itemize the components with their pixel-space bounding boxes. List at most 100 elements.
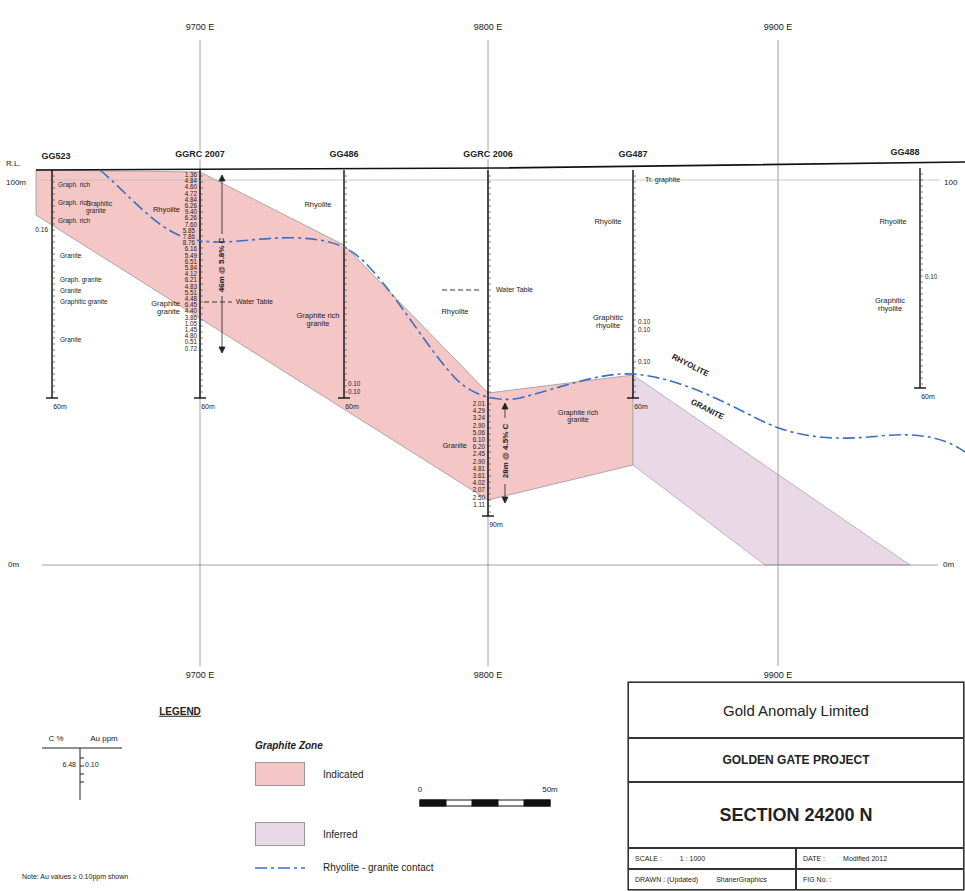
depth-tick (488, 248, 491, 249)
depth-tick (633, 296, 636, 297)
title-cell: SECTION 24200 N (628, 782, 964, 848)
depth-tick (633, 368, 636, 369)
depth-tick (488, 446, 491, 447)
depth-tick (488, 434, 491, 435)
section-label: Graph. rich (58, 182, 90, 189)
depth-tick (920, 366, 923, 367)
section-label: Graph. rich (58, 200, 90, 207)
depth-tick (344, 182, 347, 183)
depth-tick (344, 200, 347, 201)
depth-tick (52, 236, 55, 237)
depth-tick (52, 326, 55, 327)
depth-tick (344, 212, 347, 213)
depth-tick (344, 314, 347, 315)
depth-tick (344, 260, 347, 261)
depth-tick (200, 320, 203, 321)
depth-tick (488, 332, 491, 333)
depth-tick (488, 380, 491, 381)
section-label: 5.06 (473, 429, 485, 436)
depth-tick (344, 374, 347, 375)
depth-tick (920, 288, 923, 289)
depth-tick (488, 188, 491, 189)
depth-tick (488, 290, 491, 291)
legend-item: Indicated (255, 762, 364, 786)
depth-tick (920, 330, 923, 331)
depth-tick (633, 206, 636, 207)
title-text: FIG No. : (803, 876, 831, 883)
depth-tick (344, 206, 347, 207)
depth-tick (488, 362, 491, 363)
depth-tick (52, 284, 55, 285)
depth-tick (488, 404, 491, 405)
depth-tick (200, 356, 203, 357)
depth-tick (200, 206, 203, 207)
depth-tick (633, 326, 636, 327)
depth-tick (344, 344, 347, 345)
section-label: RHYOLITE (670, 353, 710, 379)
section-label: 100m (6, 179, 26, 187)
legend-text: Rhyolite - granite contact (323, 862, 434, 873)
depth-tick (344, 188, 347, 189)
section-label: Rhyolite (304, 201, 331, 209)
title-cell: Gold Anomaly Limited (628, 682, 964, 738)
legend-item: Inferred (255, 822, 357, 846)
depth-tick (488, 482, 491, 483)
depth-tick (52, 224, 55, 225)
depth-tick (52, 332, 55, 333)
depth-tick (633, 272, 636, 273)
depth-tick (52, 374, 55, 375)
depth-tick (52, 260, 55, 261)
section-label: Graphitic granite (86, 201, 126, 215)
depth-tick (920, 240, 923, 241)
depth-tick (920, 306, 923, 307)
depth-tick (200, 344, 203, 345)
section-label: 9800 E (474, 671, 503, 680)
title-cell: DATE :Modified 2012 (796, 848, 964, 869)
depth-tick (920, 216, 923, 217)
depth-tick (488, 194, 491, 195)
depth-tick (920, 318, 923, 319)
depth-tick (200, 194, 203, 195)
depth-tick (344, 320, 347, 321)
title-text: Modified 2012 (843, 855, 887, 862)
depth-tick (633, 176, 636, 177)
section-label: Granite (60, 253, 81, 260)
depth-tick (920, 360, 923, 361)
surface-line (36, 162, 965, 170)
grid-lines (40, 40, 940, 666)
depth-tick (52, 242, 55, 243)
depth-tick (52, 230, 55, 231)
section-label: 3.61 (473, 473, 485, 480)
depth-tick (200, 350, 203, 351)
depth-tick (344, 386, 347, 387)
depth-tick (52, 362, 55, 363)
section-label: Rhyolite (441, 308, 468, 316)
section-label: GGRC 2006 (461, 150, 515, 159)
depth-tick (488, 176, 491, 177)
depth-tick (488, 260, 491, 261)
depth-tick (52, 302, 55, 303)
depth-tick (633, 266, 636, 267)
depth-tick (344, 236, 347, 237)
scale-bar (420, 800, 550, 806)
depth-tick (344, 278, 347, 279)
depth-tick (920, 276, 923, 277)
section-label: 6.48 (62, 761, 76, 768)
section-label: 2.45 (473, 451, 485, 458)
depth-tick (488, 410, 491, 411)
depth-tick (488, 392, 491, 393)
section-label: Graphite granite (136, 300, 180, 316)
depth-tick (488, 320, 491, 321)
section-label: 4.81 (473, 465, 485, 472)
depth-tick (920, 222, 923, 223)
section-label: 60m (345, 403, 359, 410)
depth-tick (52, 278, 55, 279)
section-label: R.L. (6, 160, 21, 168)
section-label: 6.10 (473, 437, 485, 444)
section-label: 90m (489, 521, 503, 528)
depth-tick (920, 324, 923, 325)
depth-tick (52, 344, 55, 345)
depth-tick (920, 186, 923, 187)
depth-tick (52, 386, 55, 387)
depth-tick (488, 428, 491, 429)
